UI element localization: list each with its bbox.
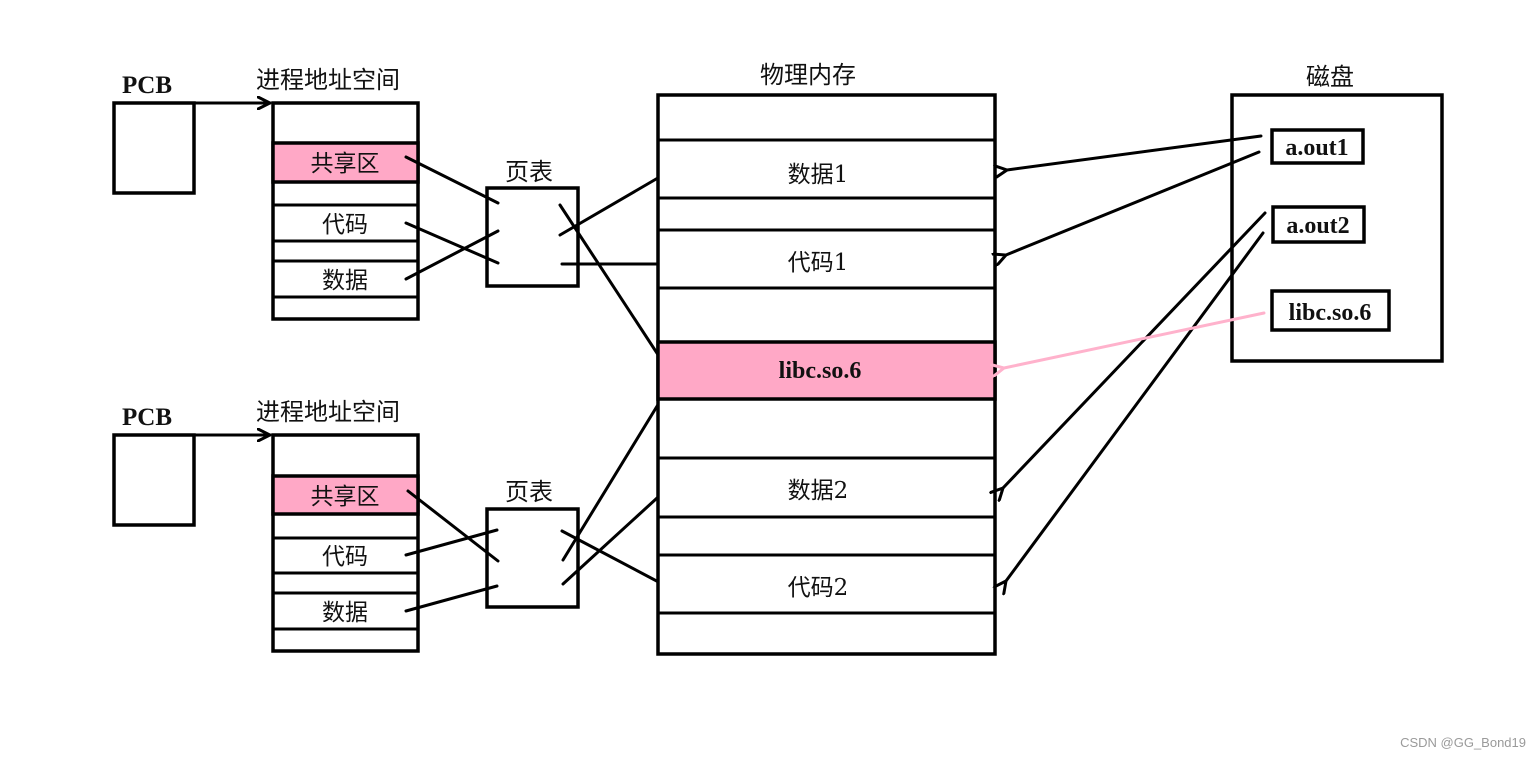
disk: 磁盘 a.out1 a.out2 libc.so.6 [1230, 63, 1444, 363]
map-shared-to-pt [404, 155, 500, 205]
page-table-box [485, 186, 580, 288]
pt-to-data2 [561, 486, 670, 586]
map-data-to-pt [404, 229, 500, 281]
region-shared [271, 474, 420, 516]
disk-label: 磁盘 [1306, 63, 1354, 91]
pcb-label: PCB [122, 404, 172, 431]
region-data-label: 数据 [322, 268, 368, 294]
address-space: 共享区 代码 数据 [271, 101, 420, 321]
page-table-box [485, 507, 580, 609]
load-arrow-libc [1004, 311, 1266, 368]
load-arrow-aout1-data1 [1007, 134, 1263, 170]
page-table-label: 页表 [505, 158, 553, 186]
address-space-label: 进程地址空间 [256, 398, 400, 426]
address-space-label: 进程地址空间 [256, 66, 400, 94]
pt-to-code2 [560, 529, 670, 589]
load-arrow-aout2-data2 [1003, 211, 1267, 488]
phys-block-libc-label: libc.so.6 [779, 358, 862, 384]
watermark: CSDN @GG_Bond19 [1400, 735, 1526, 750]
region-shared-label: 共享区 [311, 151, 380, 177]
pt-to-libc [561, 383, 672, 562]
phys-block-code1: 代码1 [788, 250, 849, 276]
map-shared-to-pt [406, 489, 500, 563]
disk-file-aout1 [1270, 128, 1365, 165]
page-table-label: 页表 [505, 478, 553, 506]
process-1: PCB 进程地址空间 共享区 代码 数据 页表 [112, 66, 677, 375]
physical-memory: 物理内存 数据1 代码1 libc.so.6 数据2 代码2 [656, 61, 997, 656]
region-code-label: 代码 [322, 544, 368, 570]
pt-to-libc [558, 203, 672, 375]
load-arrow-aout2-code2 [1006, 231, 1265, 581]
region-data-label: 数据 [322, 600, 368, 626]
physical-memory-label: 物理内存 [760, 61, 856, 89]
disk-file-libc-label: libc.so.6 [1289, 300, 1372, 326]
address-space: 共享区 代码 数据 [271, 433, 420, 653]
map-code-to-pt [404, 221, 500, 265]
process-2: PCB 进程地址空间 共享区 代码 数据 页表 [112, 383, 672, 653]
load-arrow-aout1-code1 [1006, 150, 1261, 255]
phys-block-code2: 代码2 [788, 575, 849, 601]
phys-block-data2: 数据2 [788, 478, 849, 504]
disk-file-aout2 [1271, 205, 1366, 244]
disk-file-aout1-label: a.out1 [1285, 135, 1348, 161]
pcb-box [112, 433, 196, 527]
pt-to-data1 [558, 166, 677, 237]
map-data-to-pt [404, 584, 499, 613]
phys-block-data1: 数据1 [788, 162, 849, 188]
map-code-to-pt [404, 528, 499, 557]
disk-file-libc [1270, 289, 1391, 332]
region-code-label: 代码 [322, 212, 368, 238]
pcb-label: PCB [122, 72, 172, 99]
region-shared-label: 共享区 [311, 484, 380, 510]
pcb-box [112, 101, 196, 195]
phys-block-libc [656, 340, 997, 401]
disk-file-aout2-label: a.out2 [1286, 213, 1349, 239]
